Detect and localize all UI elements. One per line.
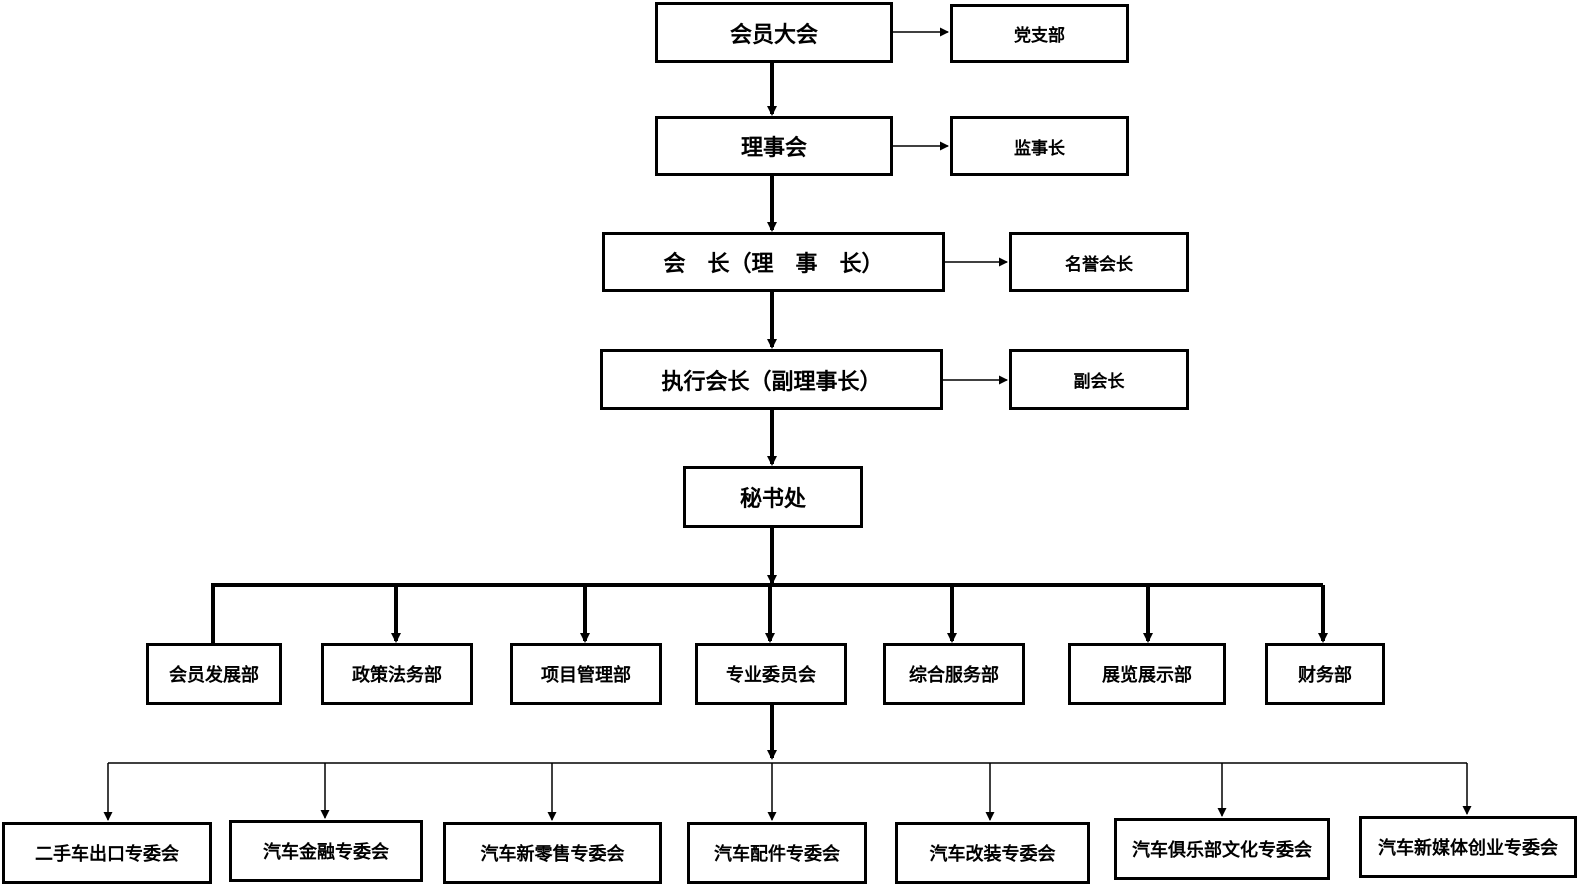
committee-box: 汽车配件专委会 (687, 822, 867, 884)
department-box: 会员发展部 (146, 643, 282, 705)
department-box: 专业委员会 (695, 643, 847, 705)
president-box: 会 长（理 事 长） (602, 232, 945, 292)
committee-box: 汽车金融专委会 (229, 820, 423, 882)
committee-box: 汽车改装专委会 (895, 822, 1090, 884)
department-box: 项目管理部 (510, 643, 662, 705)
department-box: 财务部 (1265, 643, 1385, 705)
committee-box: 汽车新媒体创业专委会 (1359, 816, 1577, 878)
committee-box: 二手车出口专委会 (2, 822, 212, 884)
secretariat-box: 秘书处 (683, 466, 863, 528)
department-box: 综合服务部 (883, 643, 1025, 705)
executive-president-box: 执行会长（副理事长） (600, 349, 943, 410)
council-box: 理事会 (655, 116, 893, 176)
committee-box: 汽车新零售专委会 (443, 822, 662, 884)
department-box: 政策法务部 (321, 643, 473, 705)
supervisor-box: 监事长 (950, 116, 1129, 176)
department-box: 展览展示部 (1068, 643, 1226, 705)
vice-president-box: 副会长 (1009, 349, 1189, 410)
committee-box: 汽车俱乐部文化专委会 (1114, 818, 1330, 880)
party-branch-box: 党支部 (950, 4, 1129, 63)
general-assembly-box: 会员大会 (655, 2, 893, 63)
honorary-president-box: 名誉会长 (1009, 232, 1189, 292)
